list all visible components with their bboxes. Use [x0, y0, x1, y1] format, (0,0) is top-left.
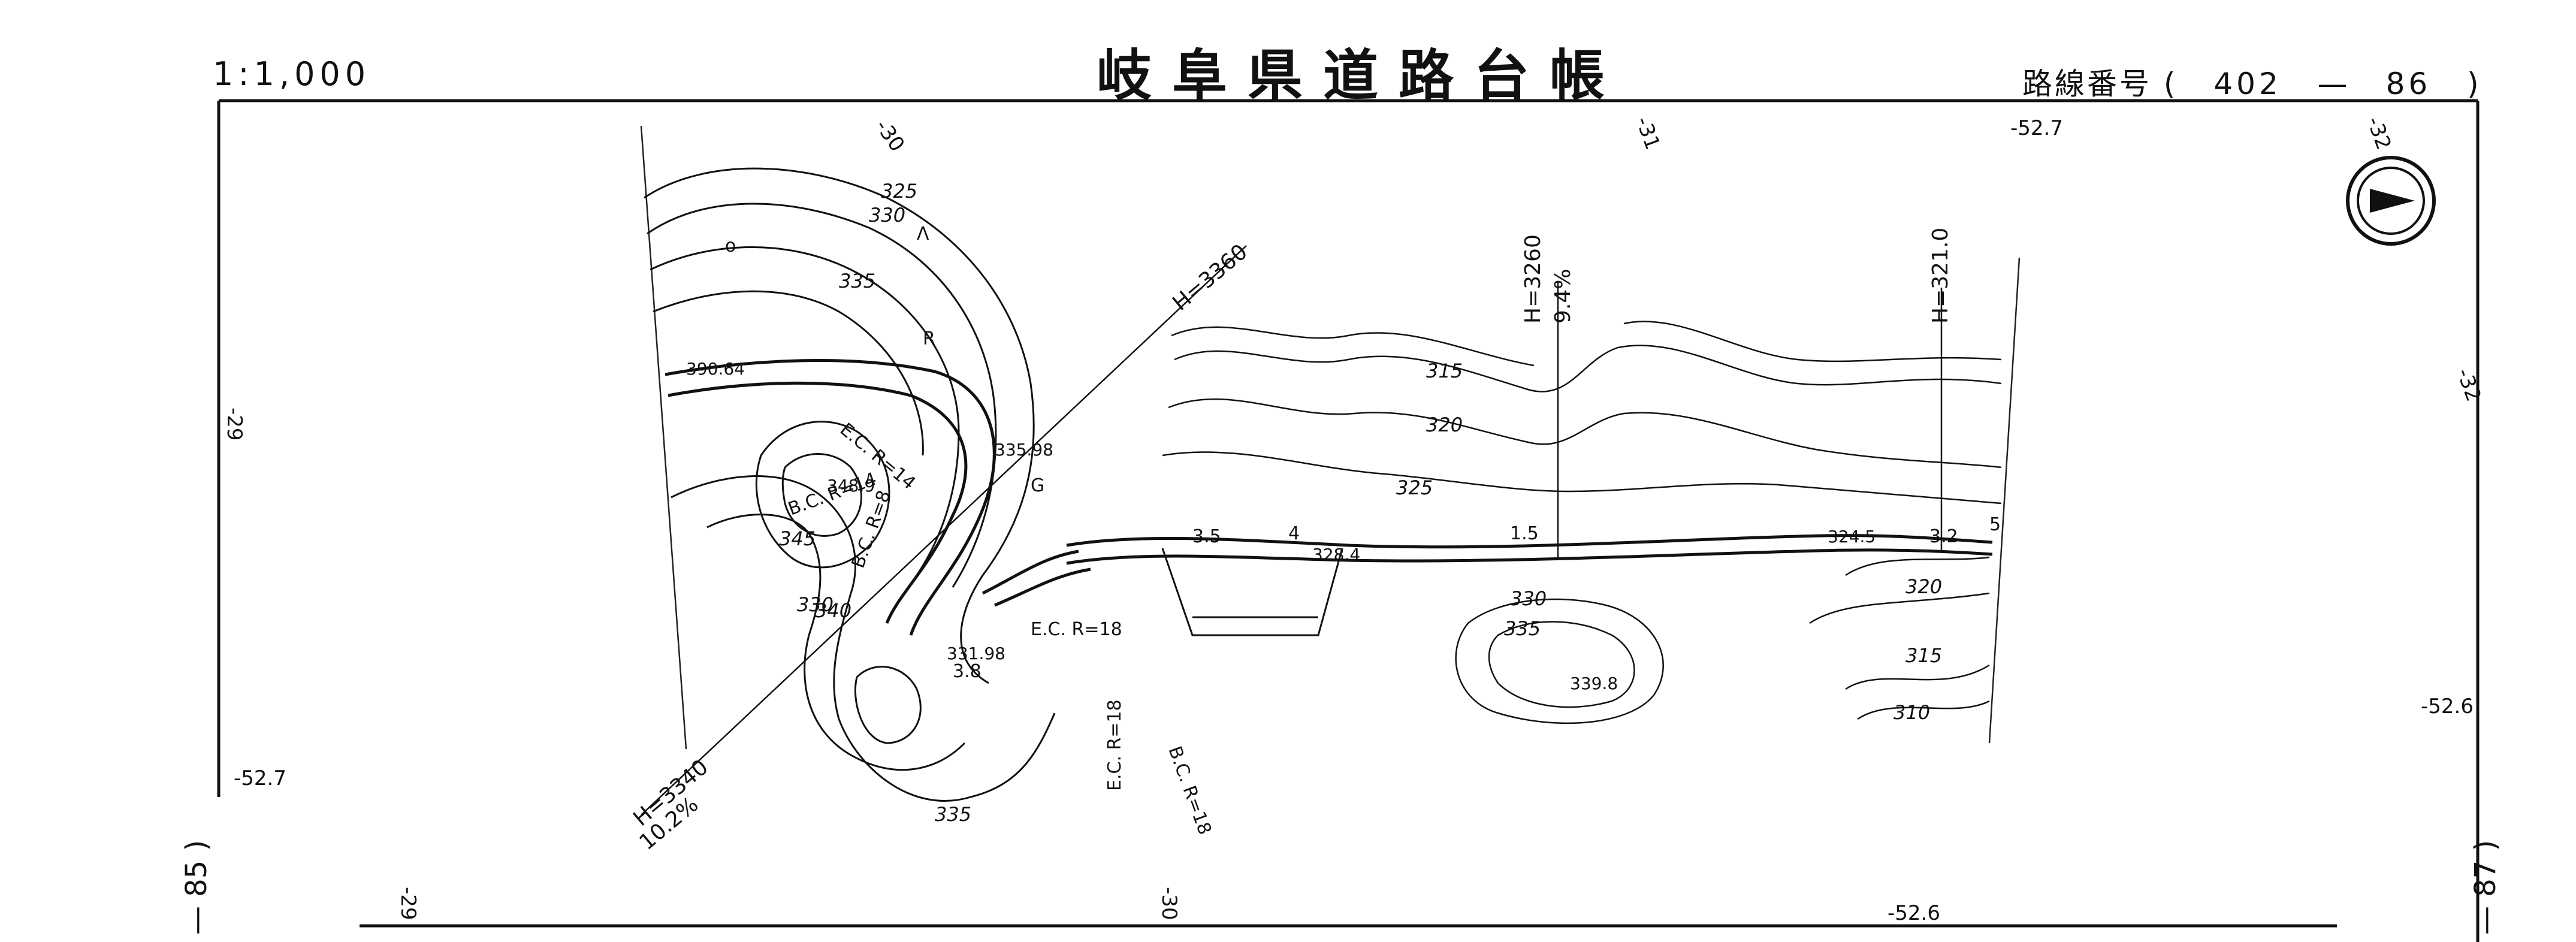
coordinate-label: -31 [1631, 113, 1665, 153]
survey-line-label: H=3360 [1168, 240, 1252, 316]
curve-label: E.C. R=18 [1104, 699, 1125, 791]
page-title: 岐阜県道路台帳 [1097, 44, 1626, 108]
spot-elevation: 348.9 [827, 476, 875, 496]
spot-elevation: 335.98 [995, 440, 1053, 460]
contour-lines-upper [1162, 321, 2002, 505]
map-symbol: o [725, 236, 736, 256]
spot-elevation: 328.4 [1312, 545, 1360, 564]
coordinate-label: -32 [2452, 365, 2486, 404]
survey-lines [641, 245, 1943, 816]
contour-label: 325 [881, 180, 917, 203]
contour-label: 315 [1905, 644, 1942, 667]
curve-label: E.C. R=18 [1031, 619, 1122, 640]
coordinate-label: -52.6 [2421, 695, 2474, 718]
spot-elevation: 324.5 [1828, 527, 1876, 547]
map-symbol: 3.2 [1929, 526, 1958, 547]
spot-elevation: 339.8 [1570, 674, 1618, 693]
spot-elevation: 390.64 [686, 359, 745, 379]
map-labels: 3253303353403453153203253303353203153103… [222, 113, 2486, 925]
coordinate-label: -52.7 [2010, 116, 2063, 140]
culvert-structure [1161, 548, 1343, 636]
map-frame [217, 99, 2480, 942]
map-symbol: 5 [1989, 514, 2001, 535]
route-number: 402 [2213, 67, 2282, 101]
coordinate-label: -29 [396, 887, 420, 920]
contour-label: 335 [839, 270, 875, 292]
coordinate-label: -30 [1157, 887, 1181, 920]
map-symbol: Λ [917, 224, 929, 244]
curve-label: B.C. R=8 [848, 488, 895, 571]
contour-lines-lower-right [1455, 556, 1990, 724]
map-scale: 1:1,000 [213, 55, 371, 93]
map-symbol: G [1031, 475, 1044, 496]
curve-label: B.C. R=18 [1164, 744, 1215, 838]
map-symbol: 1.5 [1510, 523, 1539, 544]
contour-label: 335 [935, 803, 971, 826]
route-dash: — [2317, 67, 2350, 101]
survey-line-label: 9.4% [1551, 269, 1575, 324]
coordinate-label: -52.6 [1888, 901, 1940, 925]
route-close-paren: ) [2467, 67, 2481, 101]
contour-label: 330 [1510, 587, 1547, 610]
contour-label: 335 [1504, 617, 1541, 640]
map-symbol: 4 [1288, 523, 1300, 544]
contour-label: 315 [1426, 360, 1463, 382]
contour-label: 345 [779, 527, 816, 550]
coordinate-label: -52.7 [234, 766, 286, 790]
route-number-block: 路線番号 ( 402 — 86 ) [2022, 60, 2481, 103]
coordinate-label: -29 [222, 407, 246, 441]
contour-label: 325 [1396, 476, 1433, 499]
spot-elevation: 331.98 [947, 644, 1005, 663]
map-symbol: 3.8 [953, 661, 982, 682]
road-alignment [665, 359, 1993, 636]
contour-label: 330 [797, 593, 833, 616]
route-sub-number: 86 [2385, 67, 2432, 101]
contour-label: 340 [815, 599, 851, 622]
survey-area-boundary [640, 125, 2021, 750]
map-symbol: 3.5 [1192, 526, 1221, 547]
coordinate-label: -30 [871, 115, 910, 156]
contour-label: 310 [1894, 701, 1930, 724]
coordinate-label: -32 [2362, 113, 2396, 153]
survey-line-label: H=321.0 [1928, 228, 1953, 324]
route-open-paren: ( [2163, 67, 2178, 101]
route-number-label: 路線番号 [2022, 67, 2152, 101]
map-symbol: R [923, 328, 935, 349]
survey-line-label: H=3260 [1521, 234, 1545, 324]
contour-label: 320 [1426, 413, 1463, 436]
contour-lines-left [644, 167, 1056, 802]
north-arrow [2346, 156, 2436, 246]
contour-label: 320 [1905, 575, 1942, 598]
contour-label: 330 [869, 204, 905, 227]
